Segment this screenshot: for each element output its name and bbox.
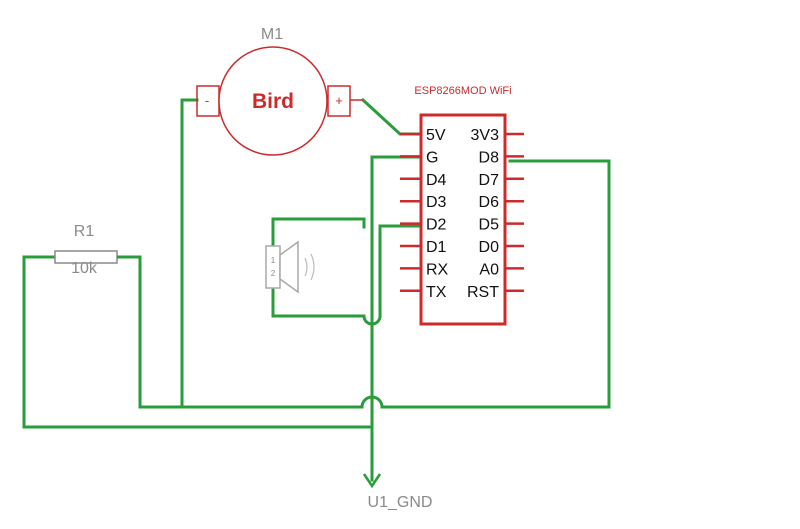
ground-symbol: U1_GND [362,473,433,511]
wire-resistor-ground [22,255,374,429]
wire-speaker-top [271,217,366,248]
wire-motor-plus-5v [360,97,422,136]
right-pin-label-rst: RST [467,284,499,301]
right-pin-label-3v3: 3V3 [471,127,500,144]
motor-body [218,46,328,156]
right-pin-label-d6: D6 [479,194,500,211]
speaker-wave-icon [304,257,308,277]
right-pin-label-d0: D0 [479,239,500,256]
motor-plus-sign: + [335,93,343,108]
speaker-wave-icon [310,253,315,281]
motor-label: Bird [252,90,294,113]
speaker: 1 2 [265,240,315,294]
right-pin-label-a0: A0 [479,261,499,278]
speaker-pin2: 2 [271,269,276,278]
left-pin-label-tx: TX [426,284,447,301]
motor-plus-terminal [327,85,351,117]
wire-motor-minus [180,98,199,409]
wire-speaker-bottom [271,286,366,318]
wire-bus-left [138,255,364,409]
wire-d2-speaker [378,224,422,318]
left-pin-label-5v: 5V [426,127,446,144]
motor-minus-sign: - [205,93,209,108]
left-pin-label-d3: D3 [426,194,447,211]
module-title: ESP8266MOD WiFi [414,85,511,97]
speaker-pin1: 1 [271,256,276,265]
speaker-cone-icon [279,240,299,294]
right-pin-label-d8: D8 [479,149,500,166]
wire-speaker-hop [362,314,382,326]
wire-bus-right-d8 [380,159,611,409]
resistor-ref: R1 [74,223,95,240]
left-pin-label-rx: RX [426,261,449,278]
right-pin-label-d5: D5 [479,217,500,234]
ground-arrow-icon [362,473,382,489]
motor-m1: M1 Bird - + [196,26,363,156]
module-body [419,113,507,326]
right-pin-label-d7: D7 [479,172,500,189]
resistor-value: 10k [71,260,98,277]
ground-label: U1_GND [368,494,433,511]
motor-ref: M1 [261,26,283,43]
left-pin-label-d1: D1 [426,239,447,256]
resistor-r1: R1 10k [54,223,140,277]
left-pin-label-d4: D4 [426,172,447,189]
left-pin-label-d2: D2 [426,217,447,234]
speaker-icon [265,245,281,289]
left-pin-label-g: G [426,149,438,166]
